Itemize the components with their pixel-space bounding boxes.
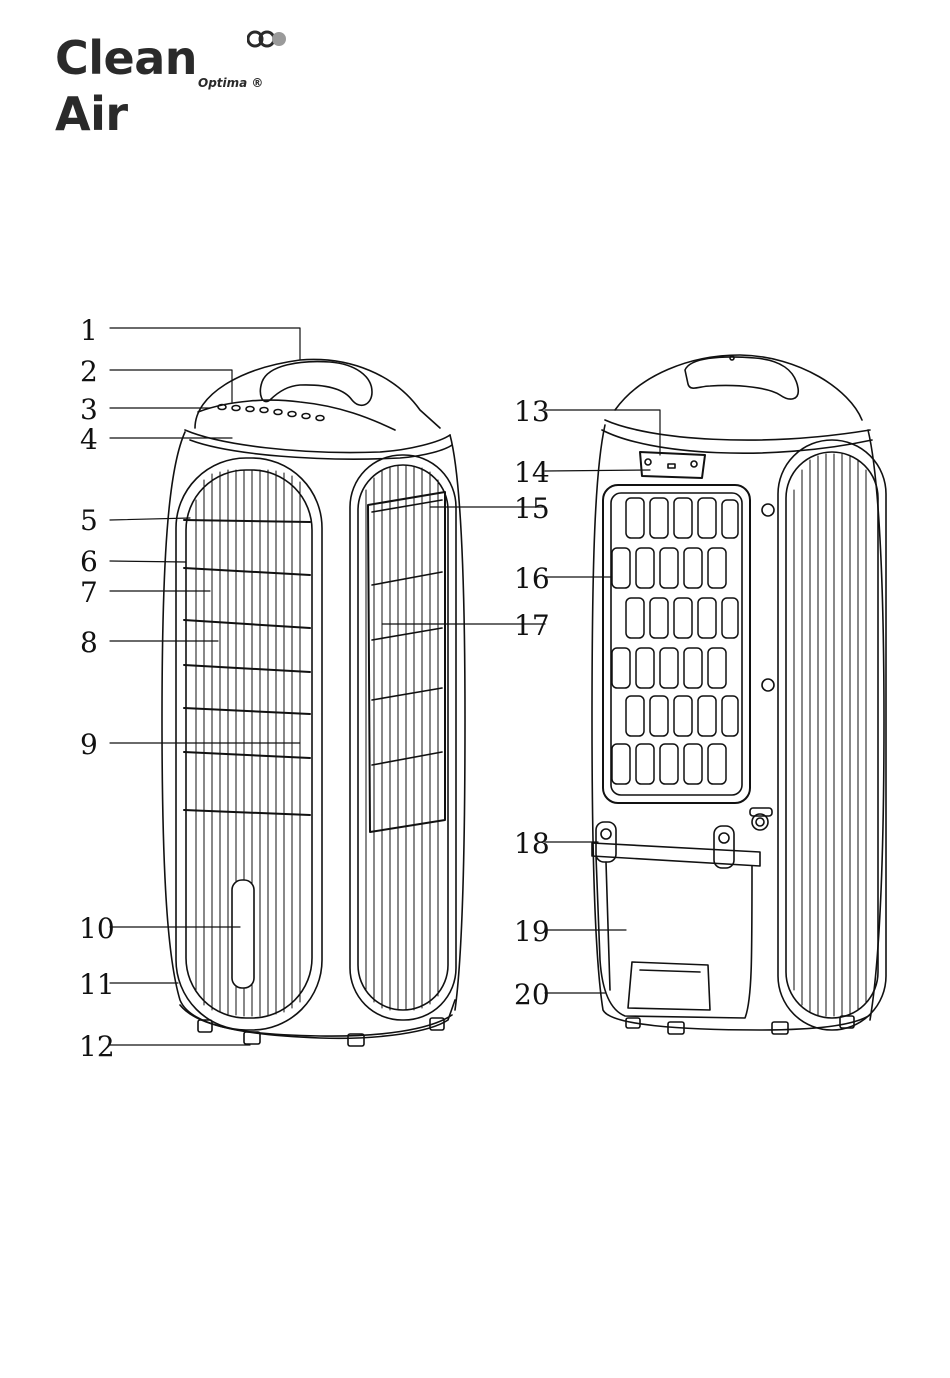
- water-level-window: [232, 880, 254, 988]
- callout-17: 17: [514, 609, 550, 642]
- filter-grid: [612, 498, 738, 784]
- back-filter-panel: [603, 485, 750, 803]
- callout-1: 1: [80, 314, 98, 347]
- callout-8: 8: [80, 626, 98, 659]
- back-unit: [592, 355, 886, 1034]
- callout-18: 18: [514, 827, 550, 860]
- callout-11: 11: [79, 968, 115, 1001]
- callout-20: 20: [514, 978, 550, 1011]
- callout-14: 14: [514, 456, 550, 489]
- callout-16: 16: [514, 562, 550, 595]
- callout-2: 2: [80, 355, 98, 388]
- callout-13: 13: [514, 395, 550, 428]
- callout-3: 3: [80, 393, 98, 426]
- back-handle: [685, 357, 798, 399]
- callout-labels: 1 2 3 4 5 6 7 8 9 10 11 12 13 14 15 16 1…: [79, 314, 550, 1063]
- callout-15: 15: [514, 492, 550, 525]
- foot: [772, 1022, 788, 1034]
- callout-10: 10: [79, 912, 115, 945]
- control-panel: [218, 405, 324, 421]
- handle: [260, 362, 372, 406]
- callout-9: 9: [80, 728, 98, 761]
- tank-latch-right: [714, 826, 734, 868]
- callout-7: 7: [80, 576, 98, 609]
- callout-6: 6: [80, 545, 98, 578]
- callout-12: 12: [79, 1030, 115, 1063]
- water-tank: [596, 856, 752, 1018]
- tank-inlet: [628, 962, 710, 1010]
- front-unit: [162, 359, 465, 1046]
- callout-4: 4: [80, 423, 98, 456]
- callout-19: 19: [514, 915, 550, 948]
- leader-lines-front: [110, 328, 300, 1045]
- callout-5: 5: [80, 504, 98, 537]
